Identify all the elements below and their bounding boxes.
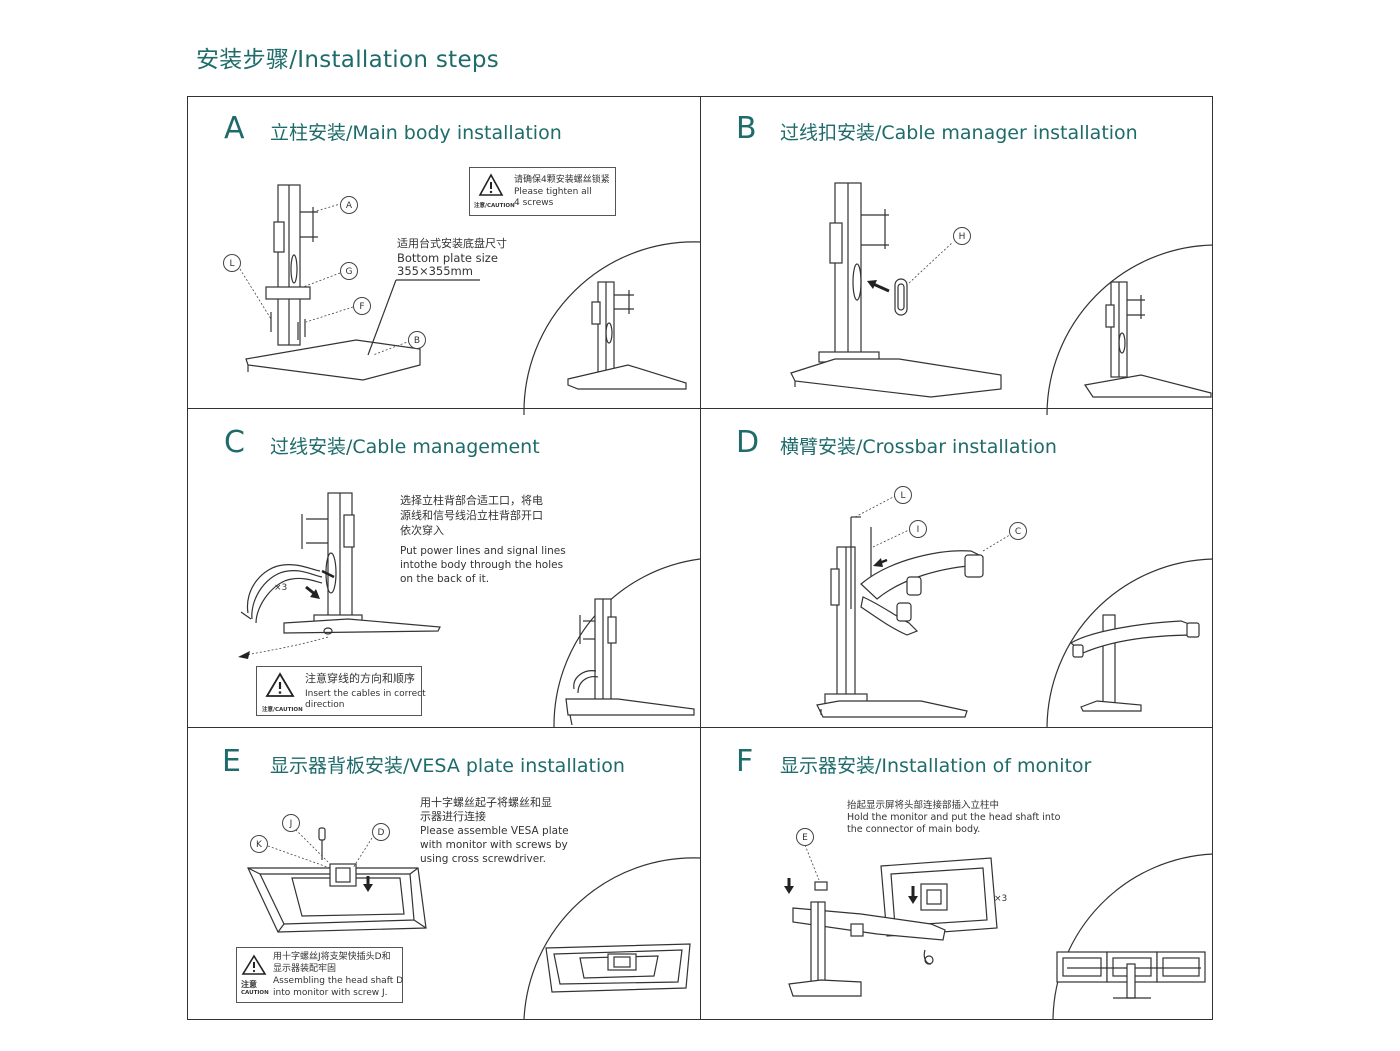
- step-title: 显示器背板安装/VESA plate installation: [270, 755, 625, 777]
- note-cn3: 依次穿入: [400, 524, 444, 537]
- vesa-plate-drawing: [247, 823, 700, 1019]
- step-title: 过线扣安装/Cable manager installation: [780, 122, 1138, 144]
- cable-note: 选择立柱背部合适工口，将电 源线和信号线沿立柱背部开口 依次穿入 Put pow…: [400, 494, 566, 586]
- callout-h: H: [953, 227, 971, 245]
- callout-i: I: [909, 520, 927, 538]
- note-en3: using cross screwdriver.: [420, 853, 546, 865]
- cable-count: ×3: [274, 583, 288, 593]
- note-en2: with monitor with screws by: [420, 839, 568, 851]
- caution-text-en1: Assembling the head shaft D: [273, 976, 404, 986]
- note-cn1: 选择立柱背部合适工口，将电: [400, 494, 543, 507]
- step-letter: D: [736, 425, 760, 460]
- note-cn: 抬起显示屏将头部连接部插入立柱中: [847, 800, 1000, 811]
- monitor-count: ×3: [994, 894, 1008, 904]
- step-title: 显示器安装/Installation of monitor: [780, 755, 1092, 777]
- cable-management-drawing: [238, 492, 700, 727]
- caution-text-cn2: 显示器装配牢固: [273, 964, 337, 974]
- panel-c: C 过线安装/Cable management: [188, 409, 700, 727]
- caution-text-en1: Please tighten all: [514, 187, 592, 197]
- callout-g: G: [340, 262, 358, 280]
- panel-e: E 显示器背板安装/VESA plate installation J K D …: [188, 728, 700, 1046]
- caution-text-en1: Insert the cables in correct: [305, 689, 426, 699]
- callout-l: L: [894, 486, 912, 504]
- caution-box: 注意/CAUTION 请确保4颗安装螺丝锁紧 Please tighten al…: [469, 167, 616, 216]
- page-title: 安装步骤/Installation steps: [196, 47, 500, 73]
- panel-a: A 立柱安装/Main body installation: [188, 97, 700, 415]
- note-en1: Hold the monitor and put the head shaft …: [847, 812, 1061, 823]
- callout-c: C: [1009, 522, 1027, 540]
- caution-text-en2: into monitor with screw J.: [273, 988, 388, 998]
- warning-icon: [265, 672, 295, 697]
- callout-e: E: [796, 828, 814, 846]
- caution-text-en2: 4 screws: [514, 198, 554, 208]
- step-letter: A: [224, 111, 245, 146]
- note-en2: intothe body through the holes: [400, 559, 564, 571]
- monitor-note: 抬起显示屏将头部连接部插入立柱中 Hold the monitor and pu…: [847, 800, 1060, 836]
- callout-f: F: [353, 297, 371, 315]
- caution-box: 注意 CAUTION 用十字螺丝J将支架快插头D和 显示器装配牢固 Assemb…: [236, 947, 403, 1003]
- callout-k: K: [250, 835, 268, 853]
- callout-j: J: [282, 814, 300, 832]
- panel-d: D 横臂安装/Crossbar installation L I C: [701, 409, 1213, 727]
- note-en1: Bottom plate size: [397, 251, 498, 265]
- plate-size-note: 适用台式安装底盘尺寸 Bottom plate size 355×355mm: [397, 237, 507, 277]
- note-en3: on the back of it.: [400, 573, 490, 585]
- grid-divider-vertical: [700, 96, 701, 1020]
- step-letter: C: [224, 425, 245, 460]
- step-title: 横臂安装/Crossbar installation: [780, 436, 1057, 458]
- note-cn1: 用十字螺丝起子将螺丝和显: [420, 796, 552, 809]
- grid-divider-horizontal-2: [187, 727, 1213, 728]
- crossbar-drawing: [816, 494, 1213, 727]
- cable-manager-drawing: [790, 182, 1213, 415]
- note-cn2: 源线和信号线沿立柱背部开口: [400, 509, 543, 522]
- monitor-install-drawing: [784, 844, 1213, 1019]
- step-title: 立柱安装/Main body installation: [270, 122, 562, 144]
- step-letter: F: [736, 744, 754, 779]
- main-body-drawing: [239, 184, 700, 415]
- vesa-note: 用十字螺丝起子将螺丝和显 示器进行连接 Please assemble VESA…: [420, 796, 569, 866]
- caution-text-cn1: 用十字螺丝J将支架快插头D和: [273, 952, 391, 962]
- callout-b: B: [408, 331, 426, 349]
- callout-l: L: [223, 254, 241, 272]
- step-letter: B: [736, 111, 757, 146]
- note-en1: Please assemble VESA plate: [420, 825, 569, 837]
- note-cn: 适用台式安装底盘尺寸: [397, 237, 507, 250]
- note-en2: 355×355mm: [397, 264, 473, 278]
- step-letter: E: [222, 744, 241, 779]
- grid-divider-horizontal-1: [187, 408, 1213, 409]
- panel-f: F 显示器安装/Installation of monitor E: [701, 728, 1213, 1046]
- caution-label: CAUTION: [241, 990, 269, 996]
- caution-label: 注意/CAUTION: [474, 203, 515, 209]
- caution-text-en2: direction: [305, 700, 345, 710]
- note-en1: Put power lines and signal lines: [400, 545, 566, 557]
- caution-label-cn: 注意: [241, 980, 257, 989]
- caution-text-cn: 注意穿线的方向和顺序: [305, 672, 415, 685]
- warning-icon: [478, 173, 504, 196]
- panel-b: B 过线扣安装/Cable manager installation H: [701, 97, 1213, 415]
- step-title: 过线安装/Cable management: [270, 436, 540, 458]
- warning-icon: [241, 954, 267, 975]
- note-cn2: 示器进行连接: [420, 810, 486, 823]
- caution-text-cn: 请确保4颗安装螺丝锁紧: [514, 175, 610, 185]
- caution-label: 注意/CAUTION: [262, 707, 303, 713]
- callout-a: A: [340, 196, 358, 214]
- callout-d: D: [372, 823, 390, 841]
- caution-box: 注意/CAUTION 注意穿线的方向和顺序 Insert the cables …: [256, 666, 426, 716]
- note-en2: the connector of main body.: [847, 824, 981, 835]
